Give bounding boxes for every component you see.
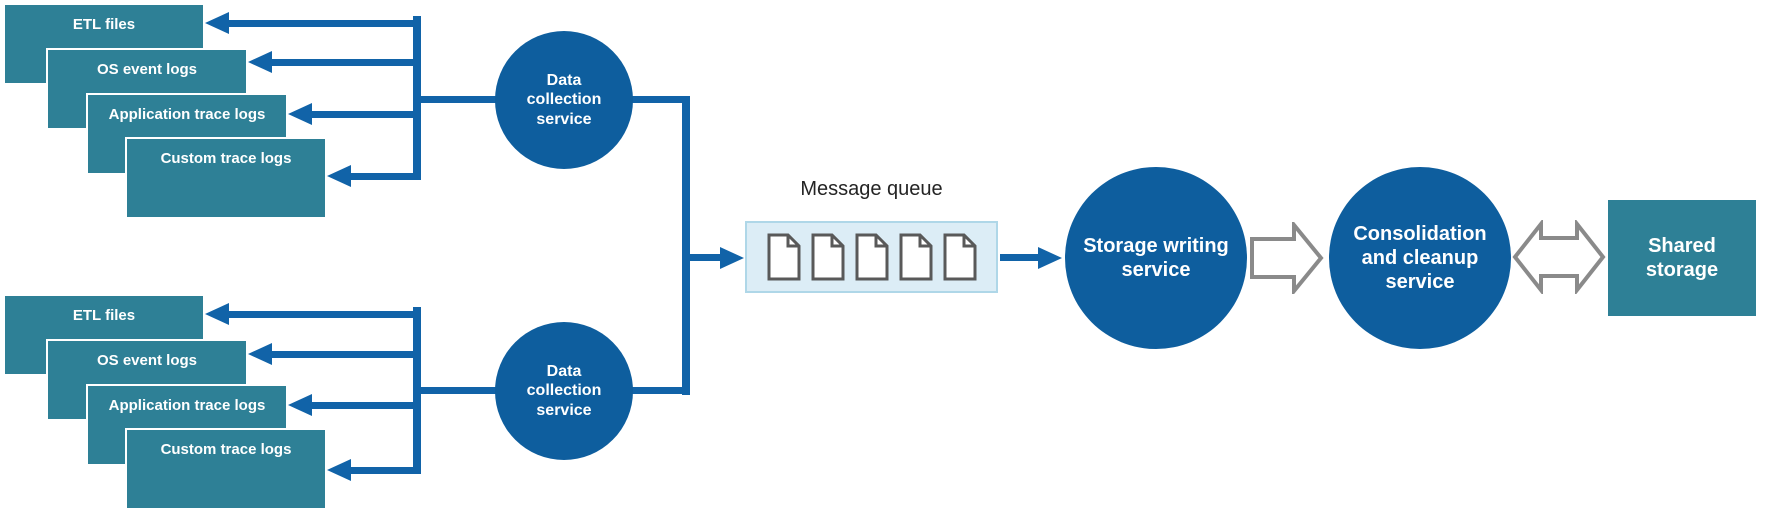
message-queue [745, 221, 998, 293]
node-label: Consolidation and cleanup service [1353, 223, 1487, 293]
arrow-line [311, 111, 421, 118]
arrow-head-icon [288, 103, 312, 125]
node-label: Data collection service [526, 72, 602, 128]
document-icon [767, 233, 800, 281]
arrow-line [1000, 254, 1038, 261]
document-icon [899, 233, 932, 281]
consolidation-cleanup-service-node: Consolidation and cleanup service [1329, 167, 1511, 349]
source-box-label: OS event logs [96, 352, 198, 369]
arrow-line [271, 351, 421, 358]
connector-line [630, 387, 690, 394]
source-box-label: Application trace logs [108, 397, 266, 414]
arrow-line [686, 254, 720, 261]
shared-storage-node: Shared storage [1608, 200, 1756, 316]
data-collection-service-node-2: Data collection service [495, 322, 633, 460]
node-label: Storage writing service [1083, 235, 1229, 281]
arrow-head-icon [327, 165, 351, 187]
arrow-head-icon [1038, 247, 1062, 269]
connector-line [417, 96, 501, 103]
double-headed-arrow-icon [1512, 220, 1606, 294]
source-box-label: Custom trace logs [160, 441, 292, 458]
block-arrow-right-icon [1250, 222, 1324, 294]
document-icon [811, 233, 844, 281]
message-queue-label: Message queue [800, 178, 943, 200]
arrow-head-icon [248, 343, 272, 365]
arrow-head-icon [205, 12, 229, 34]
arrow-line [271, 59, 421, 66]
arrow-line [311, 402, 421, 409]
arrow-head-icon [720, 247, 744, 269]
arrow-head-icon [205, 303, 229, 325]
data-collection-service-node-1: Data collection service [495, 31, 633, 169]
node-label: Shared storage [1645, 235, 1719, 281]
document-icon [855, 233, 888, 281]
merge-bus-line [682, 96, 690, 395]
source-box-label: Application trace logs [108, 106, 266, 123]
source-box-label: ETL files [72, 307, 136, 324]
connector-line [630, 96, 690, 103]
arrow-head-icon [248, 51, 272, 73]
storage-writing-service-node: Storage writing service [1065, 167, 1247, 349]
arrow-line [228, 20, 421, 27]
source-box-custom-trace-logs-1: Custom trace logs [125, 137, 327, 219]
source-box-label: ETL files [72, 16, 136, 33]
arrow-head-icon [327, 459, 351, 481]
connector-line [417, 387, 501, 394]
source-box-label: OS event logs [96, 61, 198, 78]
arrow-line [228, 311, 421, 318]
source-box-label: Custom trace logs [160, 150, 292, 167]
document-icon [943, 233, 976, 281]
source-box-custom-trace-logs-2: Custom trace logs [125, 428, 327, 510]
arrow-line [350, 467, 421, 474]
arrow-line [350, 173, 421, 180]
arrow-head-icon [288, 394, 312, 416]
node-label: Data collection service [526, 363, 602, 419]
